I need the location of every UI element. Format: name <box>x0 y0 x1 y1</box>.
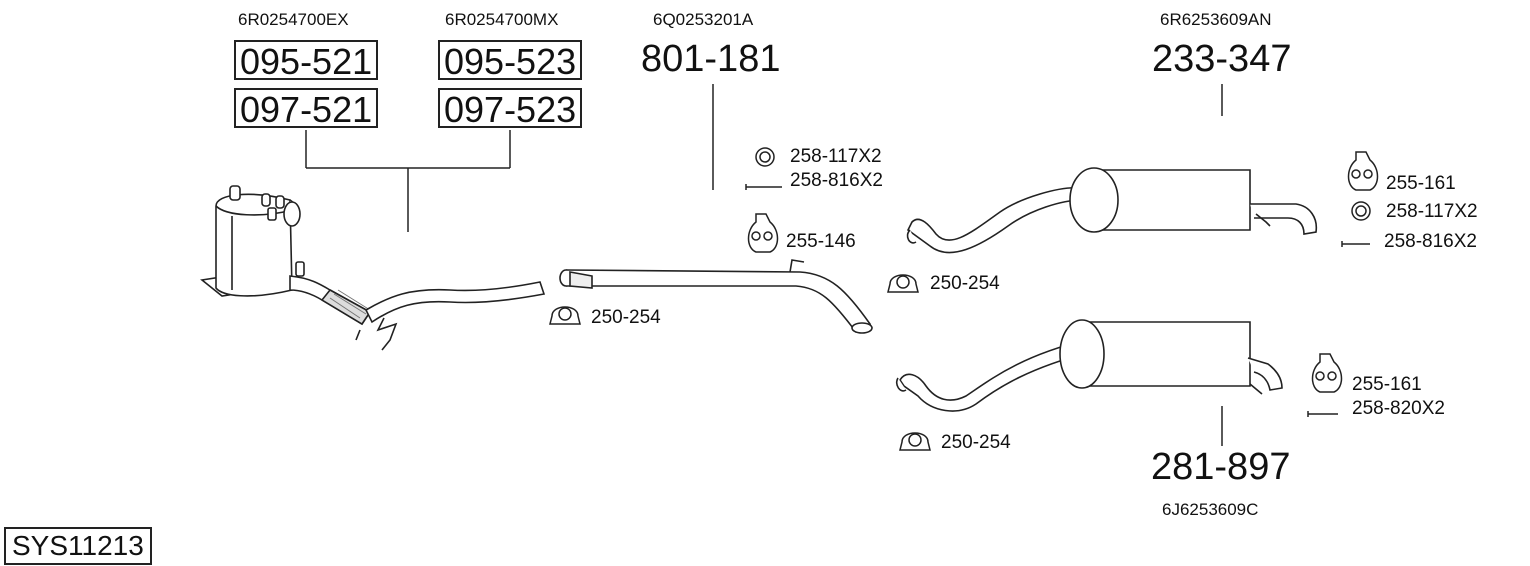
part-number-dpf-b-top[interactable]: 095-523 <box>438 40 582 82</box>
fitting-gasket-mid[interactable]: 258-117X2 <box>790 146 882 167</box>
part-number-dpf-b-bottom[interactable]: 097-523 <box>438 88 582 130</box>
bolt-mid-icon <box>745 184 782 190</box>
bolt-rear-lower-icon <box>1307 411 1338 417</box>
oem-code-rear-lower: 6J6253609C <box>1162 500 1259 519</box>
fitting-clamp-front[interactable]: 250-254 <box>591 307 661 328</box>
part-number-dpf-a-bottom[interactable]: 097-521 <box>234 88 378 130</box>
clamp-front-drawing <box>549 306 581 325</box>
fitting-bolt-mid[interactable]: 258-816X2 <box>790 170 883 191</box>
gasket-rear-upper-icon <box>1351 201 1371 221</box>
part-number-rear-muffler-lower[interactable]: 281-897 <box>1151 446 1291 488</box>
rear-muffler-upper-drawing <box>906 167 1318 254</box>
middle-pipe-drawing <box>559 259 873 334</box>
part-number-rear-muffler-upper[interactable]: 233-347 <box>1152 38 1292 80</box>
gasket-mid-icon <box>755 147 775 167</box>
hanger-rear-upper-icon <box>1347 151 1379 191</box>
oem-code-rear-upper: 6R6253609AN <box>1160 10 1272 29</box>
oem-code-dpf-mx: 6R0254700MX <box>445 10 559 29</box>
fitting-hanger-rear-lower[interactable]: 255-161 <box>1352 374 1422 395</box>
dpf-connector-lines <box>305 130 511 232</box>
clamp-lower-drawing <box>899 432 931 451</box>
oem-code-dpf-ex: 6R0254700EX <box>238 10 349 29</box>
fitting-clamp-mid[interactable]: 250-254 <box>930 273 1000 294</box>
part-number-middle-pipe[interactable]: 801-181 <box>641 38 781 80</box>
fitting-bolt-rear-upper[interactable]: 258-816X2 <box>1384 231 1477 252</box>
fitting-hanger-rear-upper[interactable]: 255-161 <box>1386 173 1456 194</box>
hanger-rear-lower-icon <box>1311 353 1343 393</box>
oem-code-middle: 6Q0253201A <box>653 10 754 29</box>
bolt-rear-upper-icon <box>1341 241 1370 247</box>
fitting-bolt-rear-lower[interactable]: 258-820X2 <box>1352 398 1445 419</box>
fitting-clamp-lower[interactable]: 250-254 <box>941 432 1011 453</box>
fitting-hanger-mid[interactable]: 255-146 <box>786 231 856 252</box>
dpf-converter-drawing <box>200 185 546 351</box>
rear-muffler-lower-drawing <box>895 319 1283 412</box>
fitting-gasket-rear-upper[interactable]: 258-117X2 <box>1386 201 1478 222</box>
part-number-dpf-a-top[interactable]: 095-521 <box>234 40 378 82</box>
system-id-badge: SYS11213 <box>4 527 152 565</box>
hanger-mid-icon <box>747 213 779 253</box>
clamp-mid-drawing <box>887 274 919 293</box>
